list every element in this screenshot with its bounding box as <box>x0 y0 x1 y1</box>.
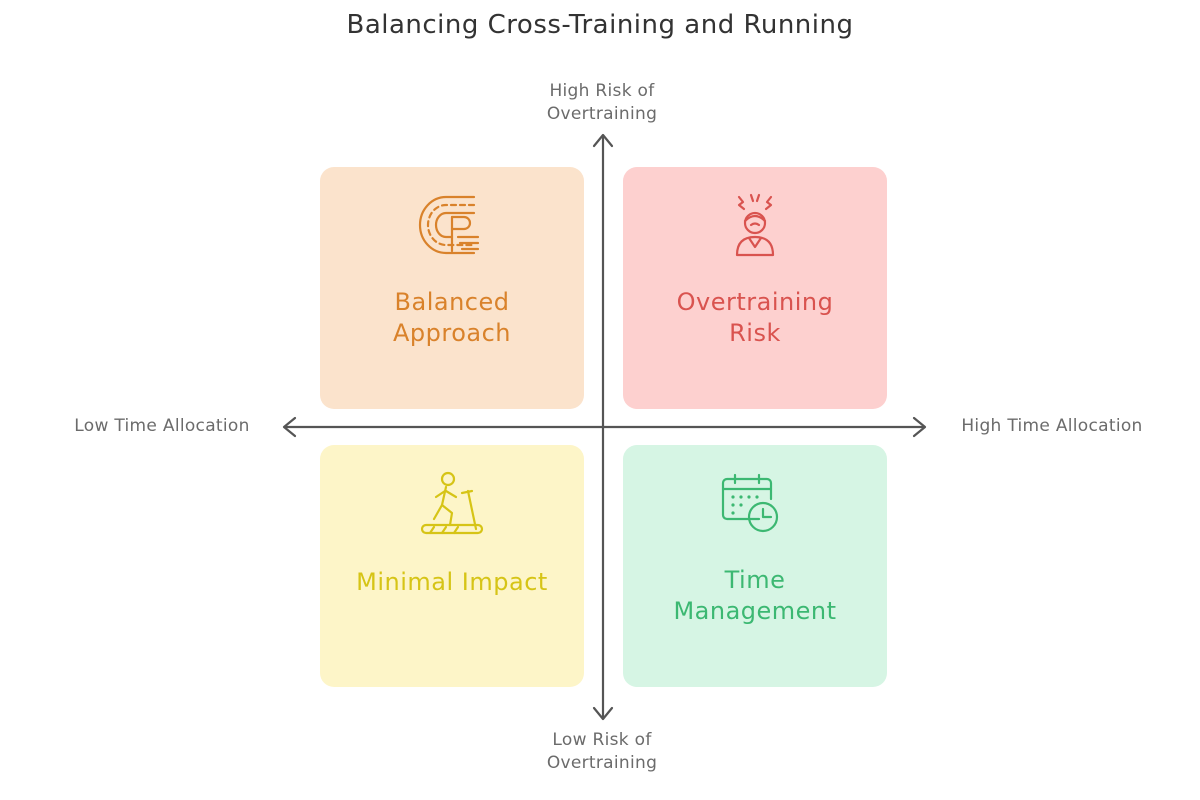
arrow-left-icon <box>282 416 297 438</box>
quadrant-overtraining-risk: Overtraining Risk <box>623 167 887 409</box>
quadrant-label: Overtraining Risk <box>676 288 834 347</box>
y-axis-top-label: High Risk of Overtraining <box>546 81 658 124</box>
quadrant-balanced-approach: Balanced Approach <box>320 167 584 409</box>
race-track-icon <box>418 195 480 255</box>
calendar-clock-icon <box>721 473 779 533</box>
arrow-up-icon <box>592 133 614 148</box>
diagram-title: Balancing Cross-Training and Running <box>346 10 854 40</box>
x-axis-right-label: High Time Allocation <box>961 416 1143 436</box>
treadmill-runner-icon <box>420 471 484 535</box>
quadrant-label: Balanced Approach <box>392 288 512 347</box>
quadrant-minimal-impact: Minimal Impact <box>320 445 584 687</box>
y-axis-bottom-label: Low Risk of Overtraining <box>546 730 658 773</box>
quadrant-time-management: Time Management <box>623 445 887 687</box>
quadrant-label: Time Management <box>673 566 837 625</box>
stressed-person-icon <box>735 193 775 257</box>
arrow-right-icon <box>912 416 927 438</box>
x-axis-left-label: Low Time Allocation <box>74 416 250 436</box>
arrow-down-icon <box>592 706 614 721</box>
quadrant-label: Minimal Impact <box>356 568 548 596</box>
